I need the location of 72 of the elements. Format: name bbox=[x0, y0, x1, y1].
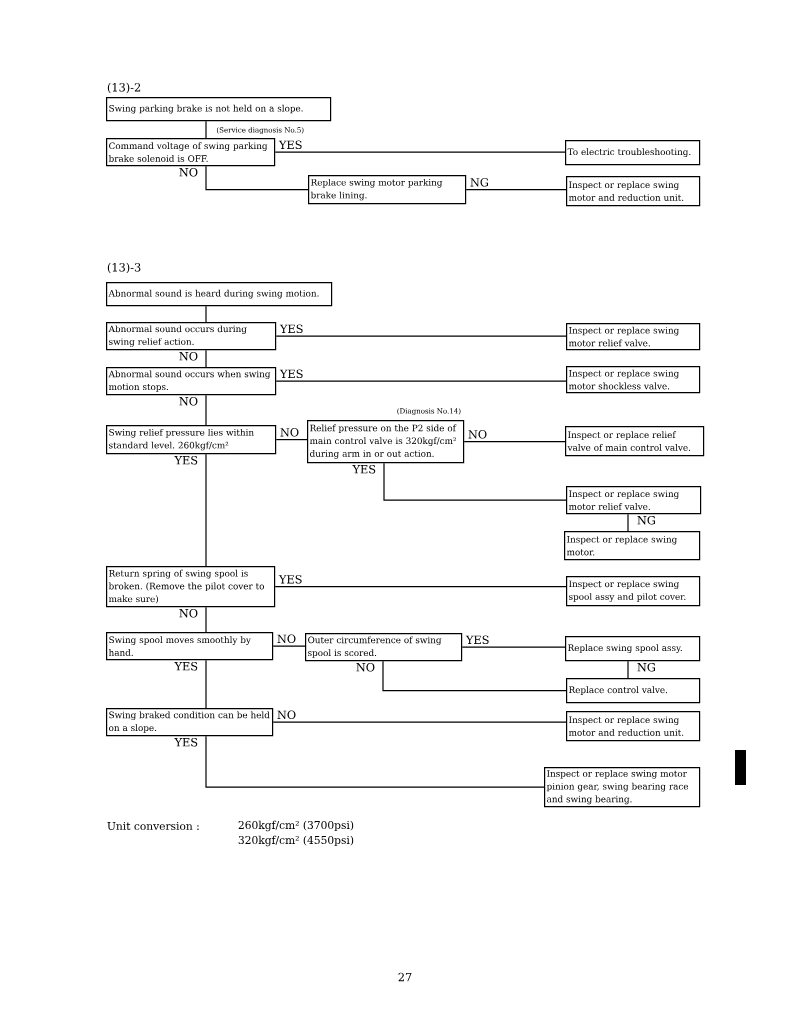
flowchart-box: Inspect or replace swing motor pinion gear, swing bearing race and swing bearing. bbox=[544, 767, 701, 808]
connector-line bbox=[205, 394, 207, 426]
edge-label: YES bbox=[351, 464, 377, 475]
note-text: 320kgf/cm² (4550psi) bbox=[238, 835, 354, 847]
flowchart-box: Inspect or replace swing motor and reduction unit. bbox=[566, 711, 701, 742]
connector-line bbox=[627, 513, 629, 532]
edge-label: NO bbox=[178, 351, 199, 362]
connector-line bbox=[205, 606, 207, 633]
edge-label: NG bbox=[469, 177, 490, 188]
flowchart-box: Replace swing spool assy. bbox=[565, 636, 701, 662]
edge-label: NO bbox=[467, 429, 488, 440]
edge-label: NG bbox=[636, 662, 657, 673]
flowchart-box: Inspect or replace swing motor relief valve. bbox=[566, 486, 702, 515]
flowchart-box: Swing spool moves smoothly by hand. bbox=[106, 632, 274, 661]
connector-line bbox=[274, 586, 567, 588]
edge-label: YES bbox=[278, 574, 304, 585]
connector-line bbox=[272, 721, 567, 723]
connector-line bbox=[274, 151, 566, 153]
page-number: 27 bbox=[398, 972, 412, 982]
edge-label: NO bbox=[355, 662, 376, 673]
connector-line bbox=[205, 165, 309, 191]
edge-label: YES bbox=[173, 737, 199, 748]
edge-label: NO bbox=[279, 427, 300, 438]
flowchart-box: Command voltage of swing parking brake solenoid is OFF. bbox=[106, 138, 276, 167]
edge-label: YES bbox=[173, 455, 199, 466]
flowchart-box: Inspect or replace swing motor relief valve. bbox=[566, 323, 701, 351]
edge-label: YES bbox=[279, 323, 305, 334]
flowchart-box: To electric troubleshooting. bbox=[565, 140, 701, 166]
flowchart-box: Inspect or replace swing spool assy and pilot cover. bbox=[566, 576, 701, 607]
connector-line bbox=[205, 349, 207, 368]
flowchart-box: Relief pressure on the P2 side of main control valve is 320kgf/cm² during arm in or out action. bbox=[307, 420, 465, 464]
edge-label: NG bbox=[636, 515, 657, 526]
flowchart-box: Inspect or replace swing motor shockless valve. bbox=[566, 366, 701, 394]
flowchart-box: Inspect or replace swing motor and reduction unit. bbox=[566, 176, 701, 207]
connector-line bbox=[205, 305, 207, 323]
connector-line bbox=[205, 453, 207, 567]
connector-line bbox=[205, 659, 207, 709]
connector-line bbox=[382, 660, 567, 692]
connector-line bbox=[272, 645, 306, 647]
note-text: 260kgf/cm² (3700psi) bbox=[238, 820, 354, 832]
flowchart-box: Abnormal sound is heard during swing motion. bbox=[106, 282, 333, 307]
edge-label: NO bbox=[178, 608, 199, 619]
flowchart-box: Swing relief pressure lies within standard level. 260kgf/cm² bbox=[106, 425, 277, 455]
connector-line bbox=[465, 189, 567, 191]
connector-line bbox=[627, 660, 629, 679]
flowchart-box: Swing braked condition can be held on a slope. bbox=[106, 708, 274, 737]
flowchart-box: Abnormal sound occurs during swing relief action. bbox=[106, 322, 277, 351]
connector-line bbox=[461, 646, 566, 648]
edge-label: YES bbox=[279, 368, 305, 379]
connector-line bbox=[383, 462, 567, 501]
connector-line bbox=[275, 380, 567, 382]
connector-line bbox=[205, 120, 207, 139]
connector-line bbox=[463, 441, 566, 443]
flowchart-box: Abnormal sound occurs when swing motion stops. bbox=[106, 367, 277, 396]
connector-line bbox=[275, 439, 308, 441]
flowchart-box: Replace control valve. bbox=[566, 678, 701, 704]
edge-label: YES bbox=[465, 634, 491, 645]
flowchart-box: Return spring of swing spool is broken. (Remove the pilot cover to make sure) bbox=[106, 566, 276, 608]
edge-label: NO bbox=[276, 709, 297, 720]
edge-label: NO bbox=[178, 167, 199, 178]
edge-label: NO bbox=[276, 633, 297, 644]
connector-line bbox=[275, 335, 567, 337]
note-text: Unit conversion : bbox=[107, 822, 199, 830]
flowchart-box: Outer circumference of swing spool is scored. bbox=[305, 633, 463, 662]
flowchart-box: Inspect or replace relief valve of main control valve. bbox=[565, 426, 705, 457]
flowchart-box: Replace swing motor parking brake lining. bbox=[308, 175, 467, 205]
edge-label: NO bbox=[178, 396, 199, 407]
flowchart-box: Swing parking brake is not held on a slope. bbox=[106, 97, 332, 122]
flowchart-box: Inspect or replace swing motor. bbox=[564, 531, 701, 561]
connector-line bbox=[205, 735, 545, 788]
edge-label: YES bbox=[173, 661, 199, 672]
edge-label: YES bbox=[278, 139, 304, 150]
